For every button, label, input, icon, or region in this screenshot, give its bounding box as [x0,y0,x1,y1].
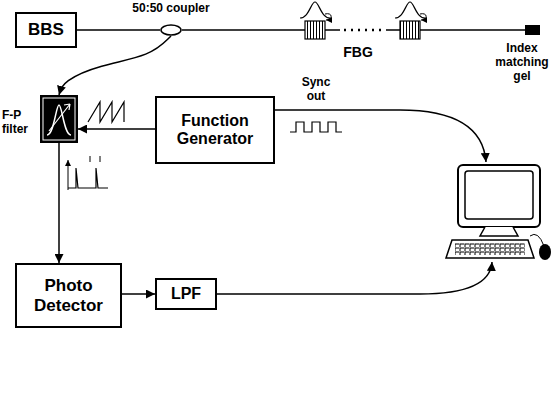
node-label: Function Generator [161,112,269,149]
node-label: Photo Detector [21,276,116,315]
coupler: 50:50 coupler [160,24,182,36]
node-label: BBS [28,20,64,40]
fiber-dots [344,29,384,32]
signal-connector [58,143,60,263]
fiber-line [386,29,400,31]
fp-filter: F-P filter [40,95,78,143]
reflection-peak [395,2,425,18]
reflection-peak [300,2,330,18]
filter-symbol [40,95,78,143]
source-box: BBS [15,12,77,48]
fbg-grating [305,21,325,39]
node-label: F-P filter [2,109,38,137]
computer-icon [446,165,551,260]
data-line [217,262,492,294]
node-label: LPF [171,285,201,303]
coupler-shape [160,24,182,36]
signal-ticks [90,156,100,162]
node-label: 50:50 coupler [123,2,219,16]
signal-connector [77,29,160,31]
reflection-arrow [420,14,426,20]
signal-axis [68,160,69,190]
sawtooth-wave [88,102,124,122]
reflection-arrow [325,14,331,20]
index-gel-end [525,25,540,35]
fbg-grating [400,21,420,39]
fiber-line [182,29,305,31]
generator-box: Function Generator [155,96,275,164]
part-label: FBG [336,44,380,60]
fiber-line [420,29,525,31]
signal-connector [78,128,155,130]
part-label: Index matching gel [490,42,554,83]
square-wave [290,122,342,132]
fiber-line [325,29,340,31]
detector-box: Photo Detector [15,263,122,328]
filter-box: LPF [155,278,217,310]
sync-line [273,110,486,162]
signal-connector [122,293,155,295]
part-label: Sync out [294,76,338,104]
signal-pulses [68,168,108,188]
